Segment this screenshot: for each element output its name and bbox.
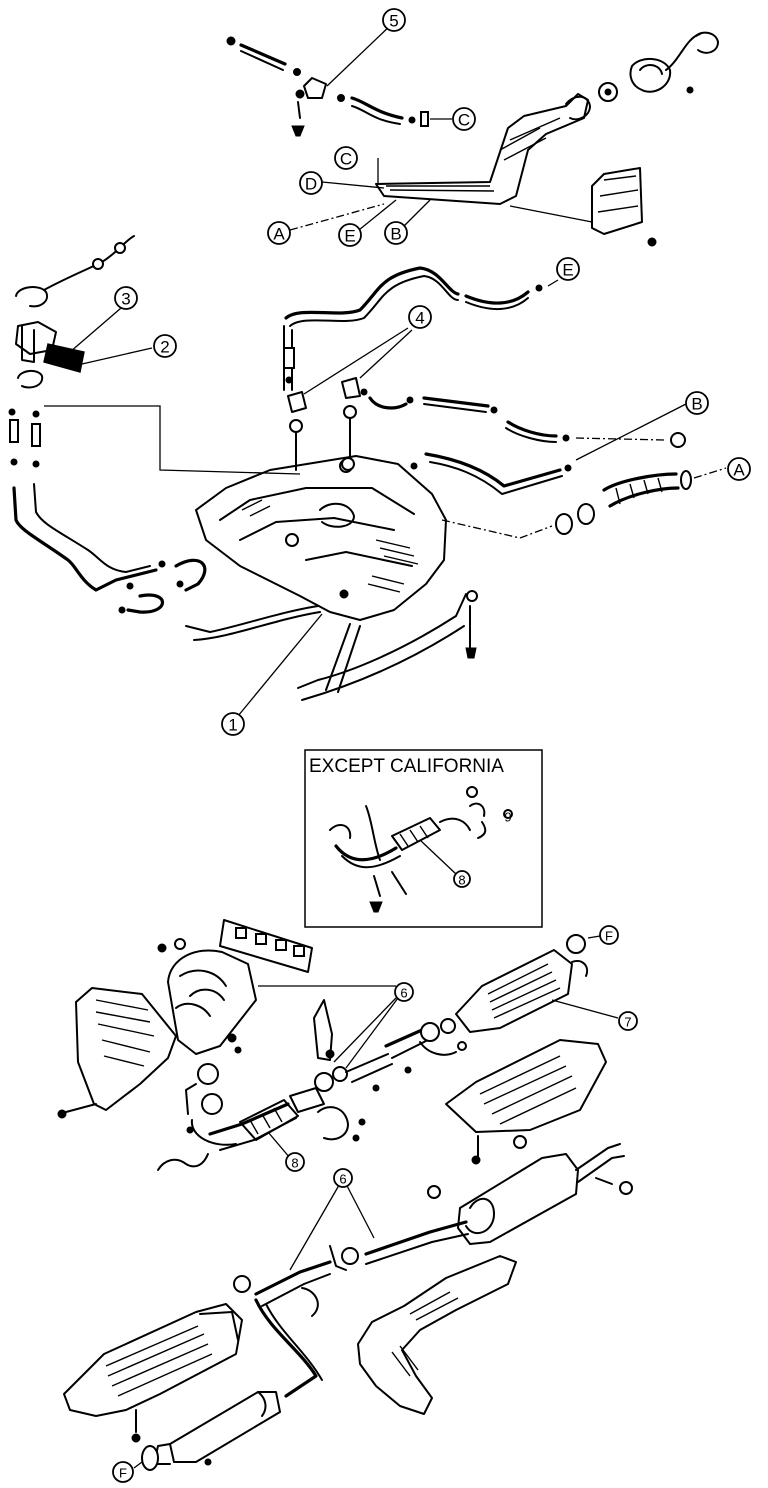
svg-text:A: A (273, 225, 285, 244)
callout-a-lower: A (727, 457, 751, 481)
callout-8-inset: 8 (453, 870, 471, 888)
callout-9-inset: 9 (504, 810, 511, 825)
svg-text:E: E (562, 261, 573, 280)
svg-text:4: 4 (415, 309, 424, 328)
callout-e-lower: E (556, 257, 580, 281)
callout-a-upper: A (267, 221, 291, 245)
svg-text:6: 6 (400, 986, 407, 1001)
svg-text:D: D (305, 175, 317, 194)
exhaust-system (57, 919, 633, 1471)
callout-c-lower: C (334, 146, 358, 170)
fuel-pump-assembly (8, 235, 301, 614)
svg-text:7: 7 (624, 1015, 631, 1030)
callout-4: 4 (408, 305, 432, 329)
svg-text:F: F (605, 929, 613, 944)
callout-6-lower: 6 (333, 1168, 353, 1188)
svg-text:C: C (340, 150, 352, 169)
callout-2: 2 (153, 334, 177, 358)
fuel-tank (185, 266, 727, 717)
callout-b-upper: B (384, 221, 408, 245)
inset-except-california (304, 749, 543, 928)
callout-c-upper: C (452, 107, 476, 131)
svg-text:3: 3 (121, 290, 130, 309)
svg-text:B: B (390, 225, 401, 244)
svg-text:C: C (458, 111, 470, 130)
svg-text:A: A (733, 461, 745, 480)
callout-5: 5 (382, 8, 406, 32)
inset-title-group: EXCEPT CALIFORNIA (309, 756, 504, 777)
callout-7: 7 (618, 1011, 638, 1031)
svg-text:E: E (344, 227, 355, 246)
callout-3: 3 (114, 286, 138, 310)
svg-text:5: 5 (389, 12, 398, 31)
callout-b-lower: B (685, 391, 709, 415)
filler-pipe-assembly (226, 21, 719, 247)
inset-title: EXCEPT CALIFORNIA (309, 756, 504, 777)
svg-text:6: 6 (339, 1172, 346, 1187)
svg-text:9: 9 (504, 810, 511, 825)
callout-d: D (299, 171, 323, 195)
svg-text:B: B (691, 395, 702, 414)
callout-e-upper: E (338, 223, 362, 247)
callout-f-upper: F (599, 925, 619, 945)
callout-f-lower: F (112, 1461, 134, 1483)
svg-text:8: 8 (291, 1156, 298, 1171)
callout-8-lower: 8 (285, 1152, 305, 1172)
svg-text:8: 8 (458, 873, 465, 888)
callout-6-upper: 6 (394, 982, 414, 1002)
svg-text:F: F (119, 1466, 127, 1481)
svg-text:2: 2 (160, 338, 169, 357)
callout-1: 1 (221, 712, 245, 736)
svg-text:1: 1 (228, 716, 237, 735)
